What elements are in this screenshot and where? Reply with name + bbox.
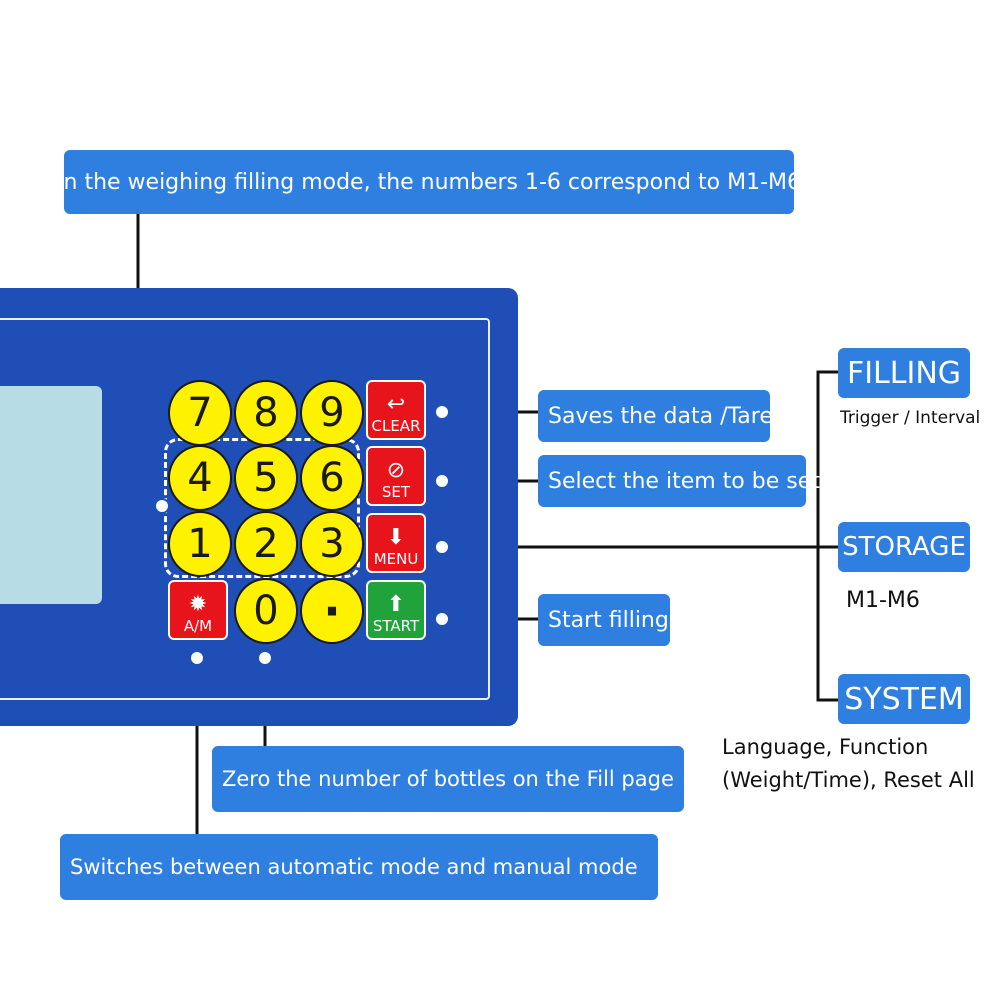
- am-button[interactable]: ✹ A/M: [168, 580, 228, 640]
- dot-clear: [434, 404, 450, 420]
- menu-button[interactable]: ⬇ MENU: [366, 513, 426, 573]
- key-3[interactable]: 3: [300, 511, 364, 577]
- system-description-line2: (Weight/Time), Reset All: [722, 768, 975, 792]
- key-7[interactable]: 7: [168, 380, 232, 446]
- menu-filling: FILLING: [838, 348, 970, 398]
- system-description-line1: Language, Function: [722, 735, 929, 759]
- dot-start: [434, 611, 450, 627]
- start-label: START: [372, 617, 420, 635]
- callout-am: Switches between automatic mode and manu…: [60, 834, 658, 900]
- am-label: A/M: [183, 617, 213, 635]
- set-button[interactable]: ⊘ SET: [366, 446, 426, 506]
- dot-set: [434, 473, 450, 489]
- up-arrow-icon: ⬆: [386, 592, 406, 617]
- callout-numbers-m1-m6: In the weighing filling mode, the number…: [57, 150, 801, 214]
- key-5[interactable]: 5: [234, 445, 298, 511]
- clear-label: CLEAR: [371, 417, 421, 435]
- dot-am: [189, 650, 205, 666]
- line-menu-tree: [816, 370, 838, 702]
- dot-zero: [257, 650, 273, 666]
- callout-clear: Saves the data /Tare: [538, 390, 773, 442]
- menu-storage: STORAGE: [838, 522, 970, 572]
- key-8[interactable]: 8: [234, 380, 298, 446]
- key-9[interactable]: 9: [300, 380, 364, 446]
- callout-zero: Zero the number of bottles on the Fill p…: [212, 746, 684, 812]
- callout-start: Start filling: [538, 594, 670, 646]
- filling-description: Trigger / Interval: [840, 408, 981, 428]
- play-gear-icon: ✹: [188, 592, 208, 617]
- back-arrow-icon: ↩: [386, 392, 406, 417]
- menu-system: SYSTEM: [838, 674, 970, 724]
- key-dot[interactable]: ·: [300, 578, 364, 644]
- dot-menu: [434, 539, 450, 555]
- menu-label: MENU: [373, 550, 419, 568]
- key-0[interactable]: 0: [234, 578, 298, 644]
- down-arrow-icon: ⬇: [386, 525, 406, 550]
- key-4[interactable]: 4: [168, 445, 232, 511]
- key-1[interactable]: 1: [168, 511, 232, 577]
- clear-button[interactable]: ↩ CLEAR: [366, 380, 426, 440]
- lcd-screen: [0, 386, 102, 604]
- dot-keypad: [154, 498, 170, 514]
- panel-border: [0, 318, 490, 700]
- key-6[interactable]: 6: [300, 445, 364, 511]
- set-label: SET: [381, 483, 411, 501]
- key-2[interactable]: 2: [234, 511, 298, 577]
- storage-description: M1-M6: [846, 588, 920, 613]
- callout-set: Select the item to be set: [538, 455, 820, 507]
- check-circle-icon: ⊘: [386, 458, 406, 483]
- start-button[interactable]: ⬆ START: [366, 580, 426, 640]
